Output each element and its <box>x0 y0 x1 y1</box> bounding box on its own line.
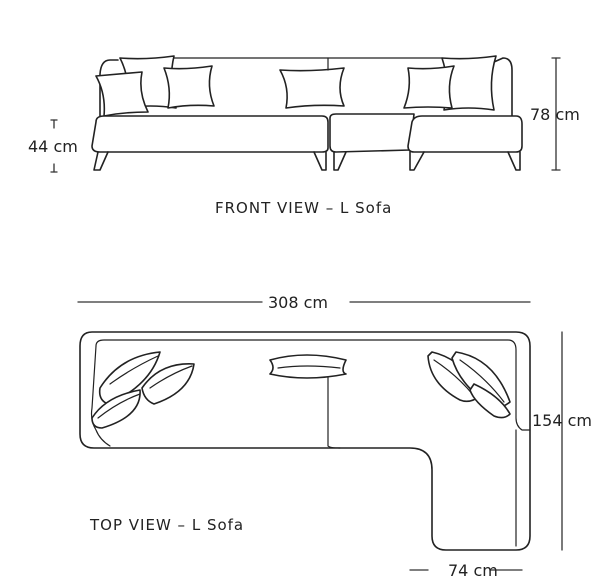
front-leg-4 <box>409 151 425 171</box>
dim-308-label: 308 cm <box>268 293 328 312</box>
front-pillow-3 <box>279 67 345 109</box>
top-pillow-7 <box>469 383 511 419</box>
front-seat-middle <box>329 113 415 153</box>
dim-78-label: 78 cm <box>530 105 580 124</box>
top-seat-divider <box>327 369 341 449</box>
front-right-arm <box>493 57 513 117</box>
front-pillow-2 <box>163 65 215 109</box>
top-pillow-2-fold <box>149 365 193 389</box>
top-pillow-2 <box>141 363 195 405</box>
top-pillow-3-fold <box>97 393 141 419</box>
front-left-arm <box>99 59 119 117</box>
front-pillow-4 <box>403 65 455 109</box>
top-pillow-group-right <box>427 351 511 419</box>
front-seat-chaise <box>407 115 523 153</box>
dim-154-label: 154 cm <box>532 411 592 430</box>
top-pillow-1-fold <box>109 355 159 385</box>
top-view: 308 cm <box>77 293 592 577</box>
top-view-caption: TOP VIEW – L Sofa <box>89 516 244 534</box>
top-left-arm-inner <box>90 345 111 447</box>
top-pillow-group-left <box>91 351 195 429</box>
top-pillow-6-fold <box>459 359 505 403</box>
top-pillow-1 <box>98 351 161 405</box>
top-pillow-center <box>269 354 347 379</box>
front-leg-3 <box>333 151 347 171</box>
front-leg-1 <box>93 151 109 171</box>
front-pillow-1 <box>95 71 149 117</box>
dim-44-label: 44 cm <box>28 137 78 156</box>
front-leg-5 <box>507 151 521 171</box>
front-leg-2 <box>313 151 327 171</box>
front-view: 78 cm 44 cm FRONT VIEW – L Sofa <box>28 55 580 217</box>
top-outline-inner <box>95 339 531 431</box>
top-pillow-4-fold <box>277 365 341 369</box>
front-view-caption: FRONT VIEW – L Sofa <box>215 199 392 217</box>
front-seat-left <box>91 115 329 153</box>
top-outline-outer <box>79 331 531 551</box>
dim-74-label: 74 cm <box>448 561 498 577</box>
